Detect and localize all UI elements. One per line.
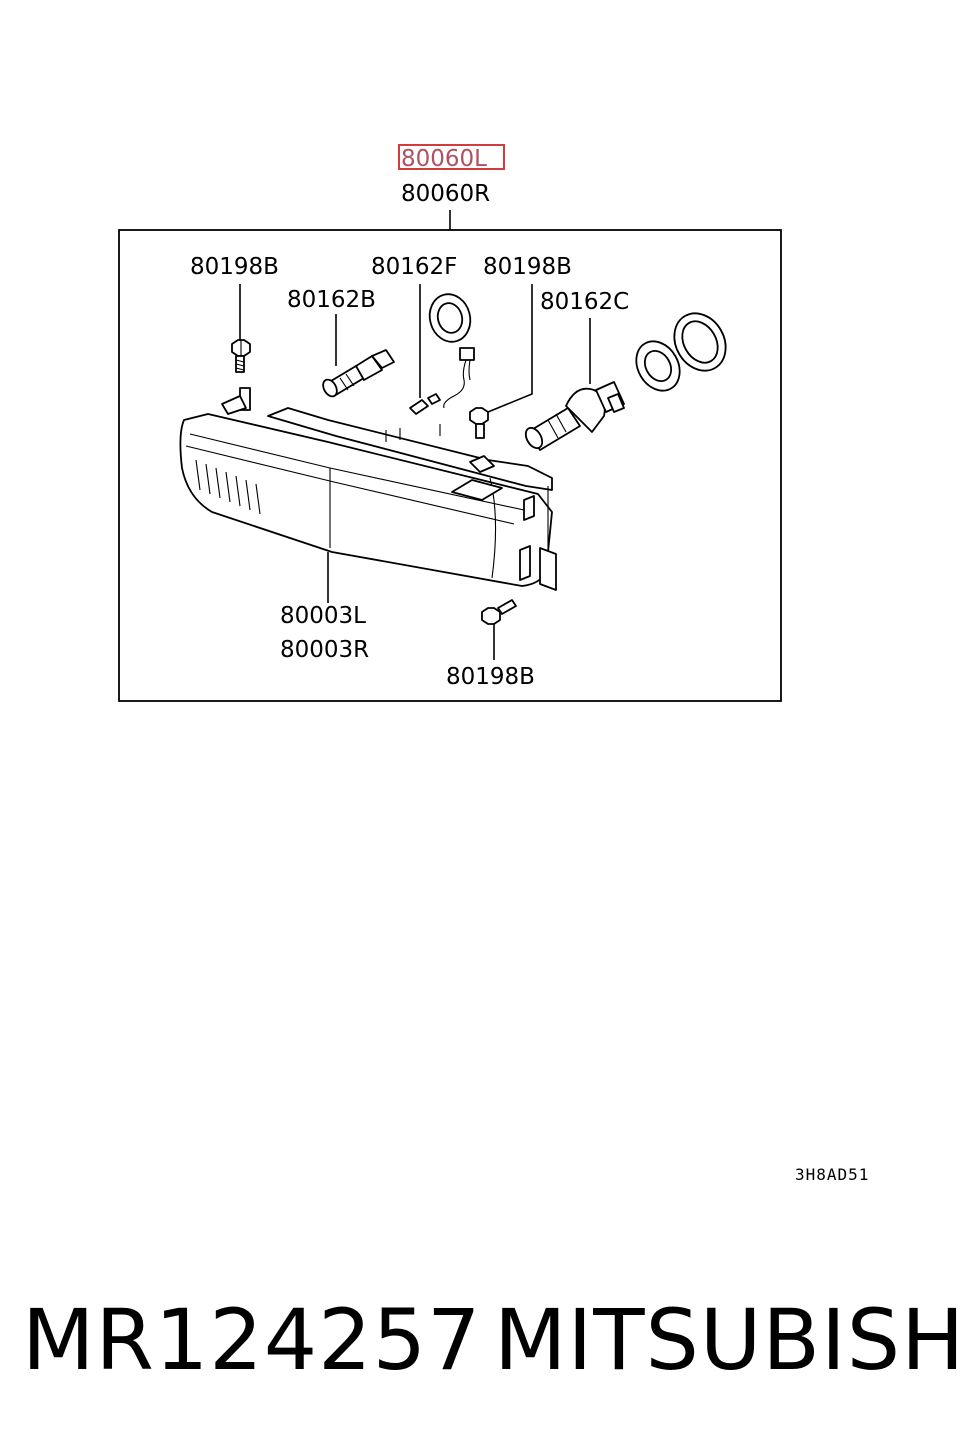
label-socket-wire[interactable]: 80162F	[371, 254, 457, 280]
label-housing-r[interactable]: 80003R	[280, 637, 369, 663]
label-bulb-main[interactable]: 80162C	[540, 289, 629, 315]
highlight-box[interactable]	[398, 144, 505, 170]
socket-wire-part[interactable]	[409, 290, 476, 415]
bulb-low-part[interactable]	[320, 349, 395, 399]
screw-bottom-part[interactable]	[481, 599, 517, 625]
bulb-main-part[interactable]	[522, 304, 735, 451]
brand-name: MITSUBISHI	[494, 1291, 960, 1389]
part-number: MR124257	[22, 1291, 482, 1389]
label-housing-l[interactable]: 80003L	[280, 603, 366, 629]
assembly-frame	[118, 229, 782, 702]
label-80060R[interactable]: 80060R	[401, 181, 490, 207]
label-screw-bottom[interactable]: 80198B	[446, 664, 535, 690]
label-80060L[interactable]: 80060L	[401, 146, 487, 172]
label-screw-top-left[interactable]: 80198B	[190, 254, 279, 280]
label-bulb-low[interactable]: 80162B	[287, 287, 376, 313]
screw-top-left-part[interactable]	[231, 339, 251, 373]
leader-screw-top-right	[487, 284, 533, 413]
label-screw-top-right[interactable]: 80198B	[483, 254, 572, 280]
screw-top-right-part[interactable]	[469, 407, 489, 439]
headlight-housing-part[interactable]	[179, 387, 557, 591]
diagram-code: 3H8AD51	[795, 1165, 869, 1184]
footer: MR124257 MITSUBISHI	[0, 1290, 960, 1390]
